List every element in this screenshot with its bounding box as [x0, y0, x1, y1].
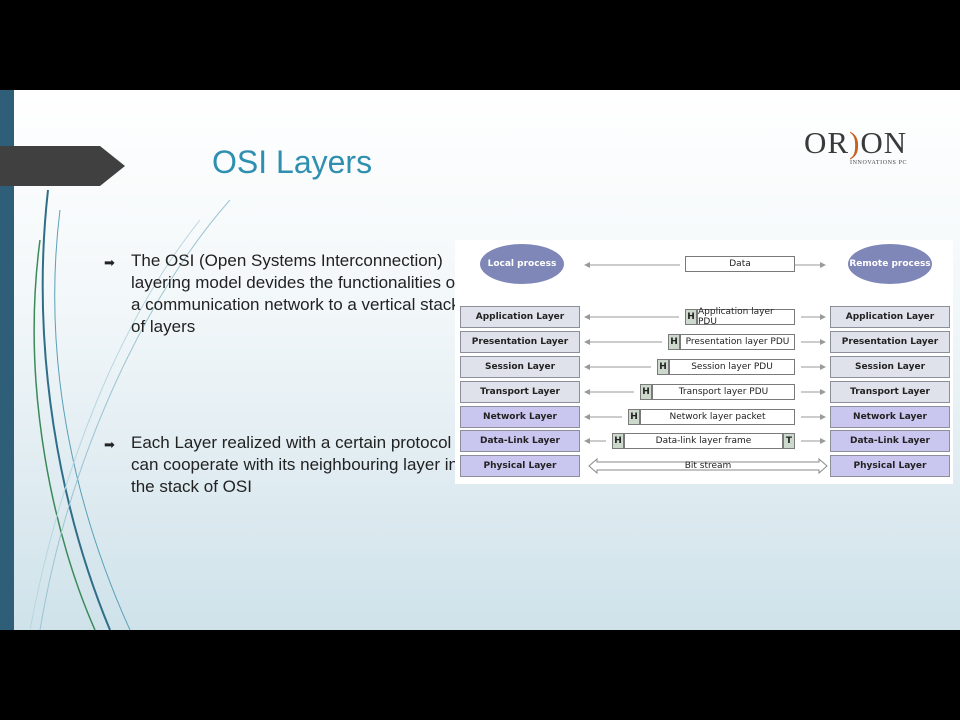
data-box: Data	[685, 256, 795, 272]
diagram-arrows	[584, 262, 828, 475]
trailer-box: T	[783, 433, 795, 449]
layer-box-right: Transport Layer	[830, 381, 950, 403]
pdu-box: Network layer packet	[640, 409, 795, 425]
pdu-box: Application layer PDU	[697, 307, 795, 327]
layer-box-left: Physical Layer	[460, 455, 580, 477]
layer-box-left: Presentation Layer	[460, 331, 580, 353]
layer-box-left: Application Layer	[460, 306, 580, 328]
header-box: H	[628, 409, 640, 425]
arrow-bullet-icon: ➡	[104, 255, 115, 270]
bullet-text: Each Layer realized with a certain proto…	[131, 433, 458, 496]
slide-title: OSI Layers	[212, 144, 373, 180]
osi-diagram: Local process Remote process Data Applic…	[455, 240, 953, 484]
layer-box-right: Data-Link Layer	[830, 430, 950, 452]
local-process: Local process	[480, 244, 564, 284]
arrow-bullet-icon: ➡	[104, 437, 115, 452]
slide: OSI Layers OR)ON INNOVATIONS PC ➡ The OS…	[0, 90, 960, 630]
remote-process: Remote process	[848, 244, 932, 284]
pdu-box: Presentation layer PDU	[680, 334, 795, 350]
pdu-box: Data-link layer frame	[624, 433, 783, 449]
header-box: H	[640, 384, 652, 400]
layer-box-right: Presentation Layer	[830, 331, 950, 353]
layer-box-left: Network Layer	[460, 406, 580, 428]
pdu-box: Session layer PDU	[669, 359, 795, 375]
layer-box-right: Physical Layer	[830, 455, 950, 477]
layer-box-left: Session Layer	[460, 356, 580, 378]
logo-text-left: OR	[804, 125, 850, 160]
decorative-swoosh-lines	[29, 189, 231, 630]
left-accent-bar	[0, 90, 14, 630]
bit-stream-label: Bit stream	[684, 461, 732, 471]
header-box: H	[668, 334, 680, 350]
logo-text-mid: )	[849, 125, 861, 160]
layer-box-right: Application Layer	[830, 306, 950, 328]
logo-subtitle: INNOVATIONS PC	[850, 160, 908, 166]
layer-box-right: Network Layer	[830, 406, 950, 428]
pdu-box: Transport layer PDU	[652, 384, 795, 400]
layer-box-left: Transport Layer	[460, 381, 580, 403]
title-marker-shape	[0, 146, 125, 186]
orion-logo: OR)ON INNOVATIONS PC	[804, 126, 924, 176]
layer-box-right: Session Layer	[830, 356, 950, 378]
bullet-text: The OSI (Open Systems Interconnection) l…	[131, 251, 460, 336]
header-box: H	[685, 309, 697, 325]
layer-box-left: Data-Link Layer	[460, 430, 580, 452]
logo-text-right: ON	[860, 125, 908, 160]
header-box: H	[612, 433, 624, 449]
header-box: H	[657, 359, 669, 375]
